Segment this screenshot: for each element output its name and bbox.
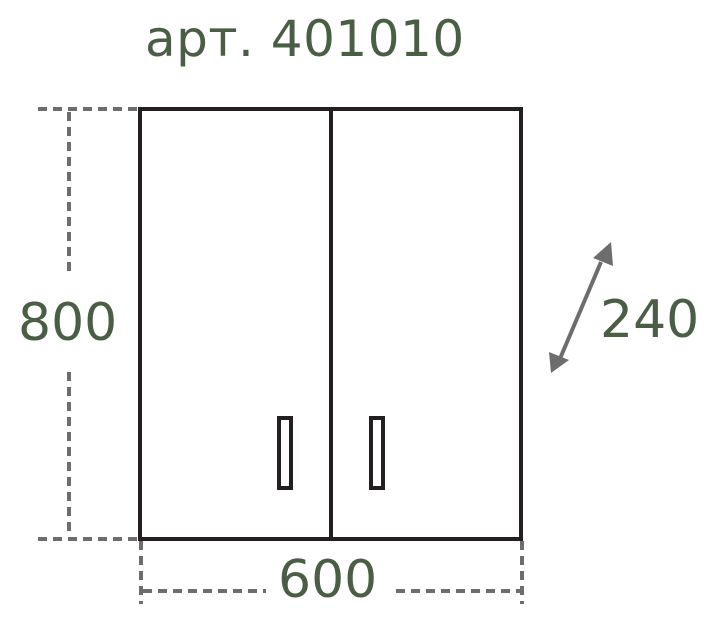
- width-dimension-lines: [139, 541, 524, 604]
- height-dimension-label: 800: [18, 293, 118, 353]
- depth-arrow-icon: [549, 242, 613, 373]
- left-door-handle: [277, 416, 293, 490]
- article-number-title: арт. 401010: [145, 10, 465, 68]
- door-handles: [277, 416, 385, 490]
- height-dimension-lines: [38, 107, 140, 541]
- depth-dimension-label: 240: [600, 290, 700, 350]
- cabinet-outline: [138, 107, 523, 541]
- width-dimension-label: 600: [278, 550, 378, 610]
- right-door-handle: [369, 416, 385, 490]
